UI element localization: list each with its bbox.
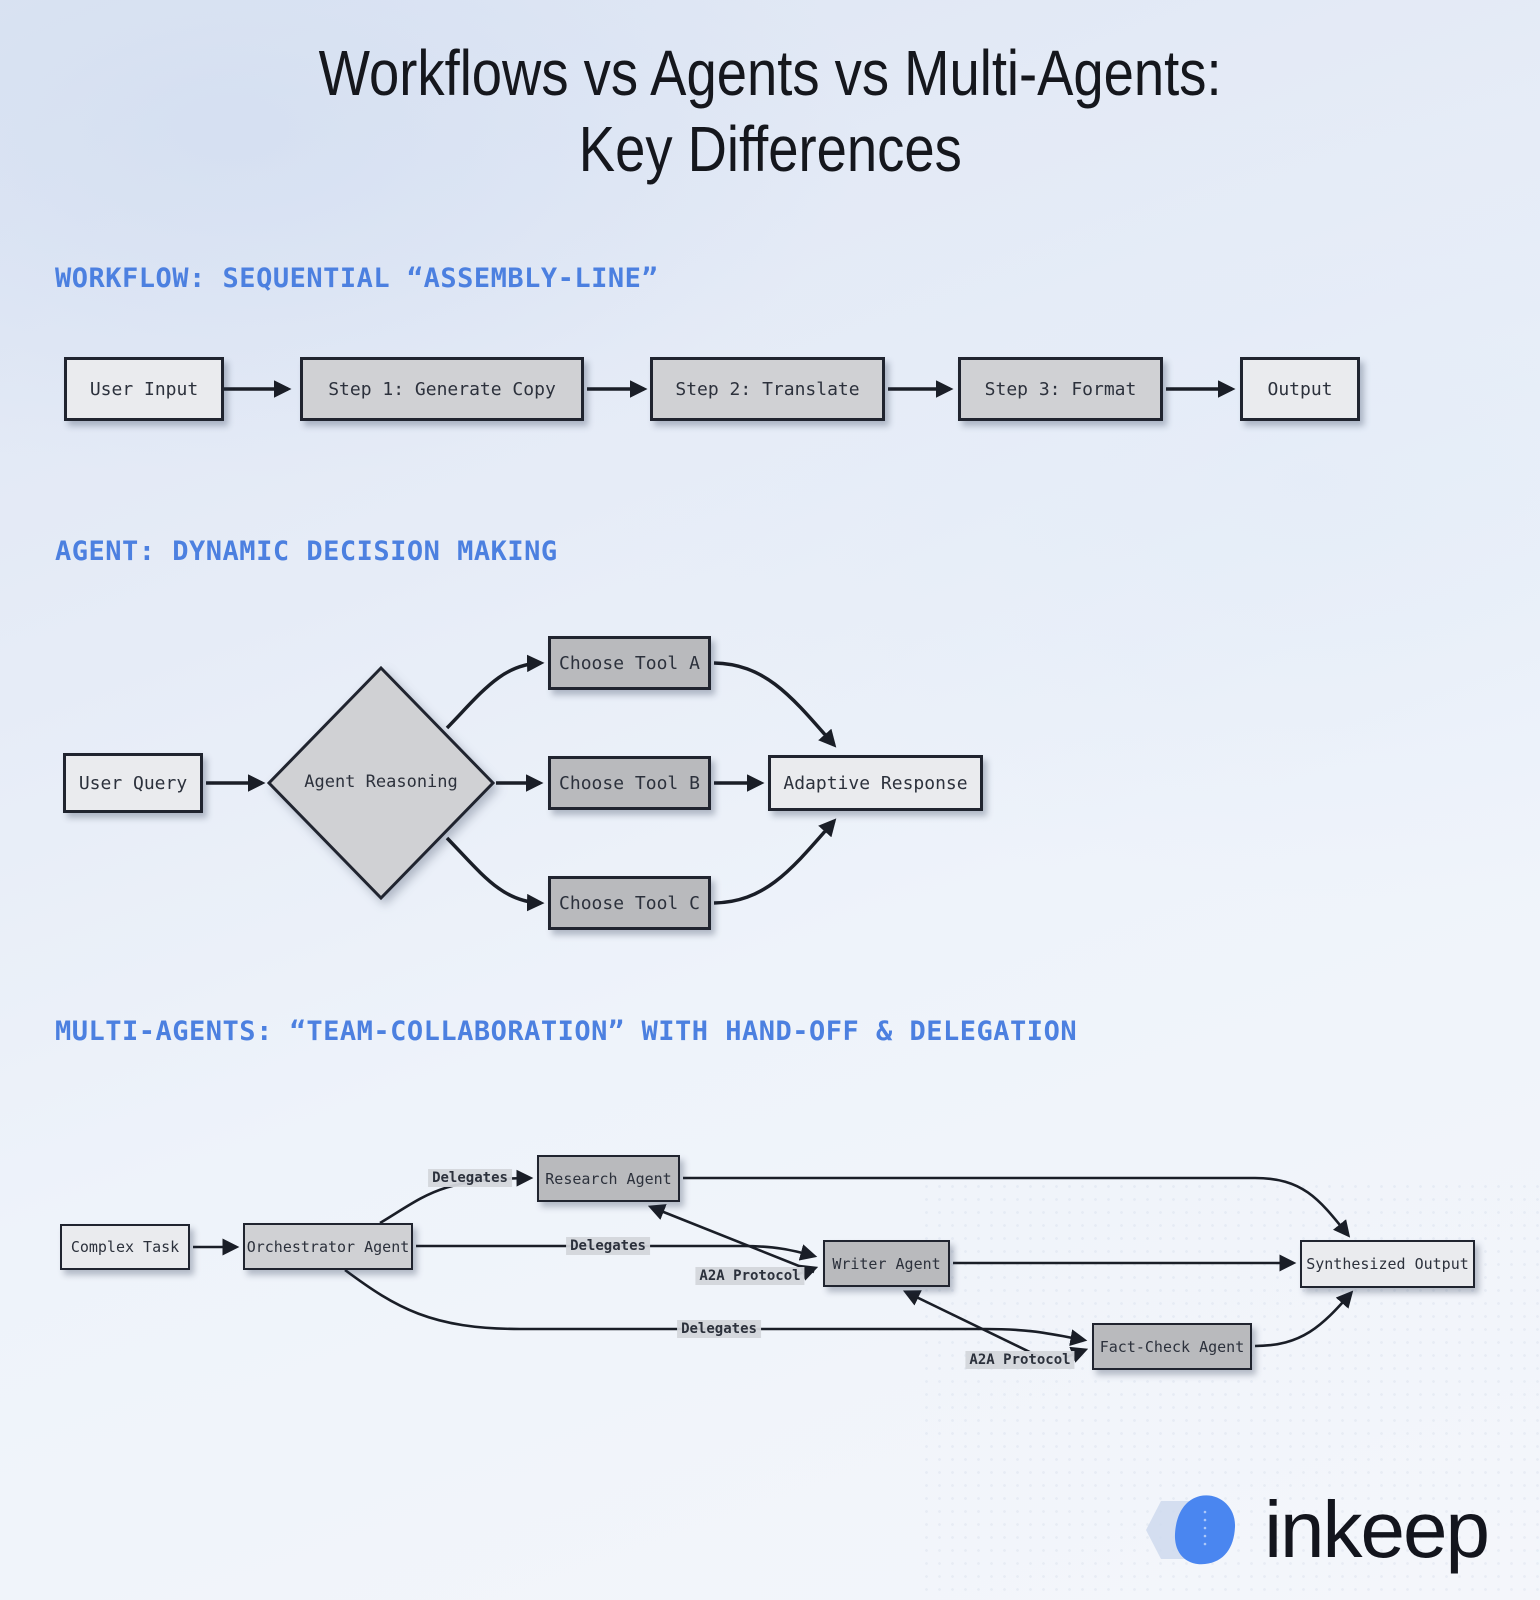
arrow-toolc-response — [713, 818, 837, 905]
blob-icon — [1175, 1495, 1236, 1565]
node-orchestrator-agent: Orchestrator Agent — [243, 1223, 413, 1270]
node-adaptive-response: Adaptive Response — [768, 755, 983, 811]
node-user-query: User Query — [63, 753, 203, 813]
node-step2-translate: Step 2: Translate — [650, 357, 885, 421]
edge-label-delegates-research: Delegates — [428, 1169, 512, 1187]
arrow-reasoning-toolc — [445, 836, 545, 912]
arrow-a2a-writer-research — [647, 1204, 815, 1274]
node-fact-check-agent: Fact-Check Agent — [1092, 1323, 1252, 1370]
edge-label-delegates-factcheck: Delegates — [677, 1320, 761, 1338]
section-heading-agent: AGENT: DYNAMIC DECISION MAKING — [55, 536, 558, 567]
inkeep-logo: inkeep — [1144, 1485, 1490, 1574]
section-heading-workflow: WORKFLOW: SEQUENTIAL “ASSEMBLY-LINE” — [55, 263, 659, 294]
arrow-toola-response — [713, 661, 837, 748]
section-heading-multi-agents: MULTI-AGENTS: “TEAM-COLLABORATION” WITH … — [55, 1016, 1078, 1047]
node-choose-tool-c: Choose Tool C — [548, 876, 711, 930]
edge-label-a2a-protocol-writer: A2A Protocol — [695, 1267, 805, 1285]
inkeep-wordmark: inkeep — [1264, 1485, 1490, 1574]
node-step3-format: Step 3: Format — [958, 357, 1163, 421]
arrow-research-synthesized — [683, 1176, 1351, 1238]
edge-label-delegates-writer: Delegates — [566, 1237, 650, 1255]
node-choose-tool-b: Choose Tool B — [548, 756, 711, 810]
blob-dots — [1203, 1510, 1207, 1546]
inkeep-logo-icon — [1146, 1495, 1236, 1565]
node-output: Output — [1240, 357, 1360, 421]
node-writer-agent: Writer Agent — [823, 1240, 950, 1287]
node-choose-tool-a: Choose Tool A — [548, 636, 711, 690]
node-complex-task: Complex Task — [60, 1224, 190, 1270]
arrow-factcheck-synthesized — [1254, 1290, 1354, 1348]
node-agent-reasoning-label: Agent Reasoning — [304, 772, 458, 792]
node-user-input: User Input — [64, 357, 224, 421]
edge-label-a2a-protocol-factcheck: A2A Protocol — [965, 1351, 1075, 1369]
arrow-reasoning-toola — [445, 654, 545, 730]
node-synthesized-output: Synthesized Output — [1300, 1240, 1475, 1288]
page-title: Workflows vs Agents vs Multi-Agents: Key… — [0, 36, 1540, 187]
page-title-line1: Workflows vs Agents vs Multi-Agents: — [318, 37, 1222, 109]
node-research-agent: Research Agent — [537, 1155, 680, 1202]
page-title-line2: Key Differences — [578, 112, 962, 185]
arrow-a2a-factcheck-writer — [902, 1290, 1041, 1359]
node-step1-generate-copy: Step 1: Generate Copy — [300, 357, 584, 421]
